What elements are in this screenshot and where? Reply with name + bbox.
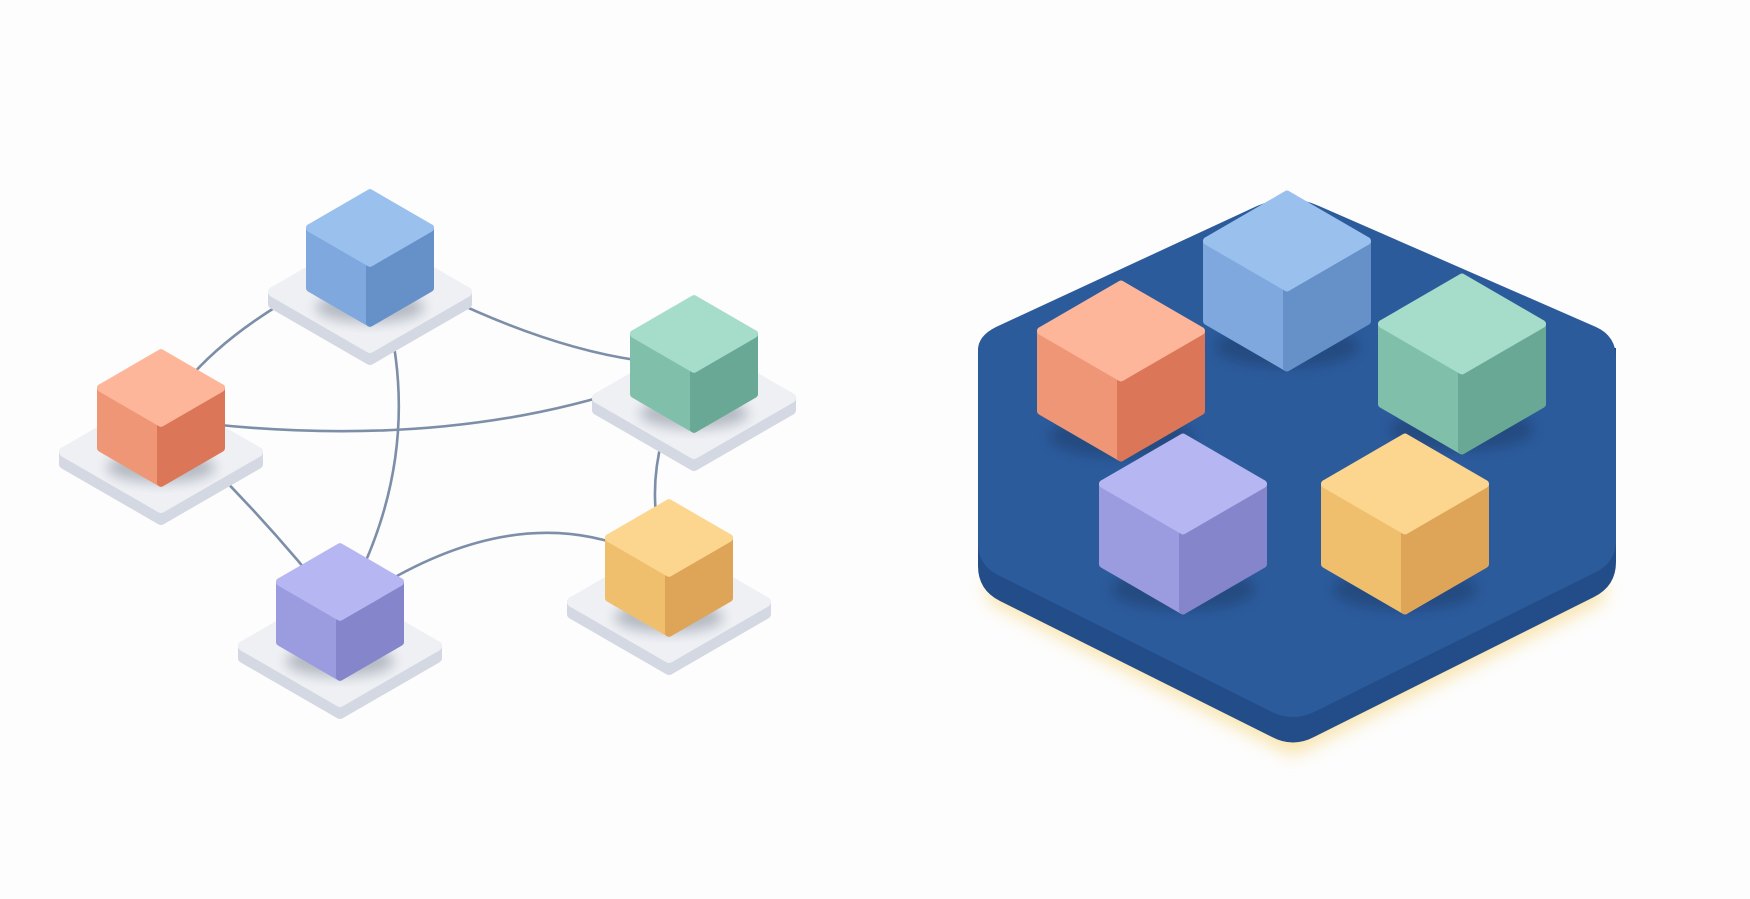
green-cube — [630, 295, 758, 433]
platform-blue-cube — [1203, 190, 1371, 372]
purple-cube — [276, 543, 404, 681]
yellow-cube-top-face — [605, 499, 733, 577]
yellow-cube — [605, 499, 733, 637]
platform-orange-cube — [1037, 280, 1205, 462]
platform-purple-cube — [1099, 433, 1267, 615]
green-cube-top-face — [630, 295, 758, 373]
node-green — [592, 295, 796, 471]
orange-cube-top-face — [97, 349, 225, 427]
blue-cube-top-face — [306, 189, 434, 267]
platform-modules — [1037, 190, 1546, 615]
node-purple — [238, 543, 442, 719]
purple-cube-top-face — [276, 543, 404, 621]
consolidated-platform-group — [978, 190, 1616, 755]
platform-purple-cube-top-face — [1099, 433, 1267, 535]
node-yellow — [567, 499, 771, 675]
platform-green-cube — [1378, 273, 1546, 455]
platform-blue-cube-top-face — [1203, 190, 1371, 292]
platform-orange-cube-top-face — [1037, 280, 1205, 382]
orange-cube — [97, 349, 225, 487]
platform-green-cube-top-face — [1378, 273, 1546, 375]
module-nodes — [59, 189, 796, 719]
platform-yellow-cube-top-face — [1321, 433, 1489, 535]
distributed-modules-group — [59, 189, 796, 719]
node-blue — [268, 189, 472, 365]
platform-yellow-cube — [1321, 433, 1489, 615]
blue-cube — [306, 189, 434, 327]
node-orange — [59, 349, 263, 525]
